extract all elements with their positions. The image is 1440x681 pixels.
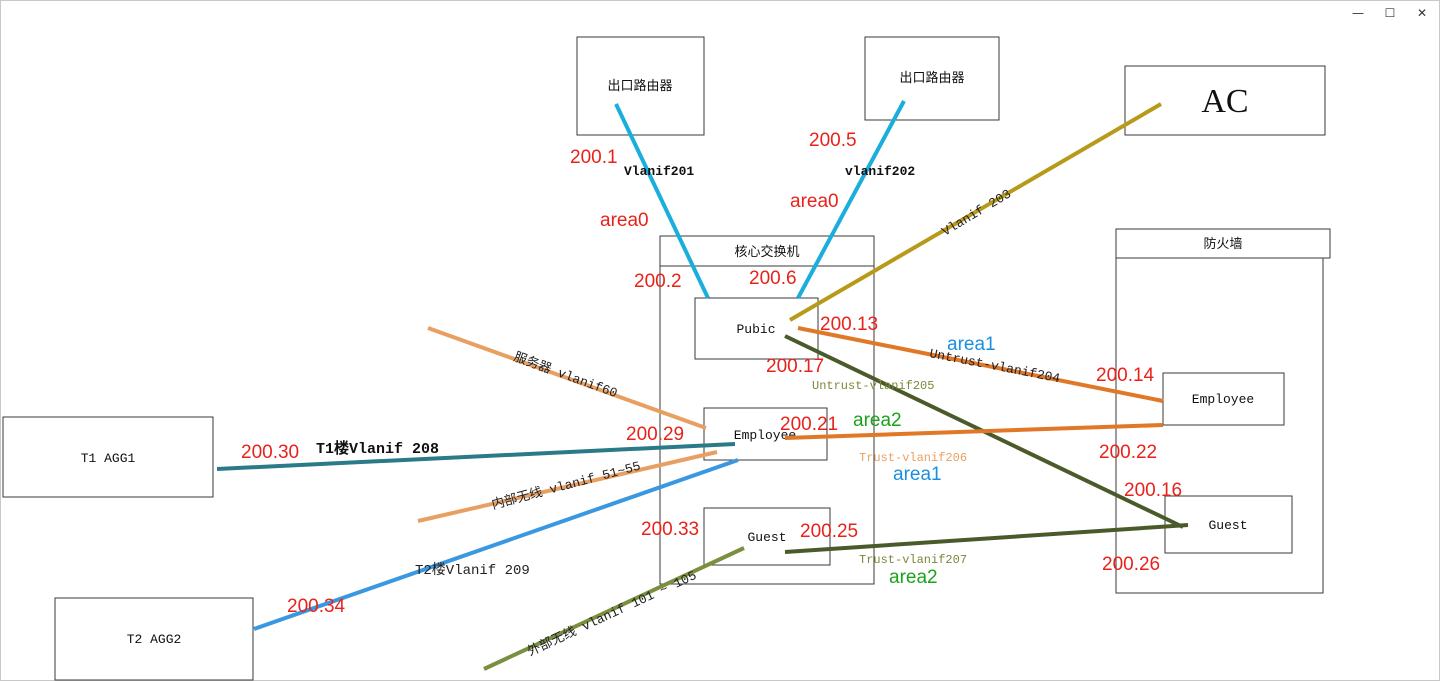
area2-top: area2 [853,410,902,431]
router2-box[interactable] [864,36,1000,121]
label-trust206: Trust-vlanif206 [859,451,967,465]
core-guest-label: Guest [747,530,786,545]
t1-agg1-box[interactable] [2,416,214,498]
router2-label: 出口路由器 [899,70,964,86]
link-inner-wifi [417,450,718,523]
firewall-title: 防火墙 [1203,236,1242,252]
ip-200-29: 200.29 [626,424,684,445]
link-trust206 [784,423,1164,440]
ip-200-5: 200.5 [809,130,857,151]
ip-200-16: 200.16 [1124,480,1182,501]
link-vlanif203 [788,102,1163,322]
fw-employee-label: Employee [1192,392,1254,407]
maximize-icon[interactable]: ☐ [1384,6,1396,20]
ip-200-2: 200.2 [634,271,682,292]
link-t2-209 [253,458,739,631]
area1-top: area1 [947,334,996,355]
minimize-icon[interactable]: — [1352,6,1364,20]
ip-200-6: 200.6 [749,268,797,289]
ip-200-26: 200.26 [1102,554,1160,575]
ac-box[interactable] [1124,65,1326,136]
label-server60: 服务器 vlanif60 [512,349,620,401]
area0-left: area0 [600,210,649,231]
ip-200-1: 200.1 [570,147,618,168]
label-t1-208: T1楼Vlanif 208 [316,439,439,458]
label-vlanif203: Vlanif 203 [939,186,1014,239]
label-t2-209: T2楼Vlanif 209 [415,562,530,579]
ip-200-21: 200.21 [780,414,838,435]
core-pubic-label: Pubic [736,322,775,337]
core-pubic-box[interactable] [694,297,819,360]
link-outer-wifi [483,546,745,671]
ip-200-13: 200.13 [820,314,878,335]
link-untrust204 [797,326,1164,403]
ip-200-30: 200.30 [241,442,299,463]
ip-200-25: 200.25 [800,521,858,542]
core-employee-box[interactable] [703,407,828,461]
core-switch-title: 核心交换机 [734,244,799,260]
ac-label: AC [1201,83,1248,120]
router1-box[interactable] [576,36,705,136]
link-t1-208 [216,442,736,471]
area2-bottom: area2 [889,567,938,588]
ip-200-33: 200.33 [641,519,699,540]
firewall-title-box [1115,228,1331,259]
link-vlanif201 [614,103,710,299]
t2-agg2-box[interactable] [54,597,254,681]
fw-guest-label: Guest [1208,518,1247,533]
area1-bottom: area1 [893,464,942,485]
link-server60 [427,326,707,430]
router1-label: 出口路由器 [607,78,672,94]
t1-agg1-label: T1 AGG1 [81,451,136,466]
link-trust207 [784,523,1189,554]
ip-200-34: 200.34 [287,596,346,617]
link-vlanif202 [796,100,906,299]
label-inner-wifi: 内部无线 vlanif 51~55 [490,458,642,513]
area0-right: area0 [790,191,839,212]
ip-200-22: 200.22 [1099,442,1157,463]
ip-200-17: 200.17 [766,356,824,377]
label-outer-wifi: 外部无线 vlanif 101 ~ 105 [525,568,699,660]
label-vlanif201: Vlanif201 [624,164,694,179]
fw-employee-box[interactable] [1162,372,1285,426]
label-trust207: Trust-vlanif207 [859,553,967,567]
label-vlanif202: vlanif202 [845,164,915,179]
t2-agg2-label: T2 AGG2 [127,632,182,647]
close-icon[interactable]: ✕ [1416,6,1428,20]
label-untrust205: Untrust-vlanif205 [812,379,934,393]
core-employee-label: Employee [734,428,796,443]
ip-200-14: 200.14 [1096,365,1155,386]
